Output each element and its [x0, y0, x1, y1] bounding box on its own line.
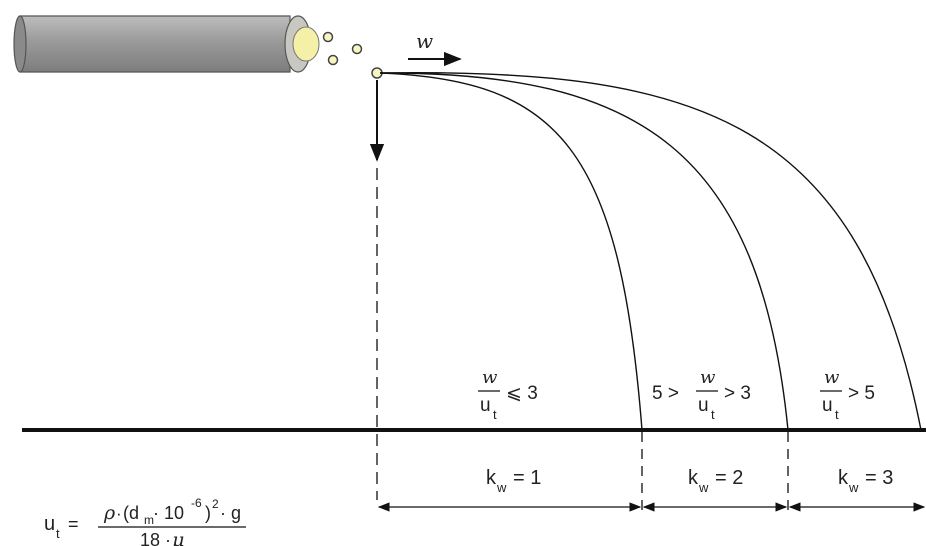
trajectory-curve-1 — [379, 72, 643, 431]
formula-mu: μ — [172, 529, 184, 546]
ratio-numerator: w — [482, 367, 498, 388]
ratio-label-3: w u t > 5 — [820, 367, 875, 422]
formula-paren-open: (d — [123, 503, 139, 523]
formula-paren-close: ) — [205, 503, 211, 523]
droplet-icon — [327, 54, 339, 66]
nozzle-icon — [292, 26, 320, 62]
droplets — [322, 31, 383, 79]
k-subscript: w — [496, 480, 507, 495]
k-symbol: k — [486, 467, 497, 489]
k-symbol: k — [838, 467, 849, 489]
formula-denominator: 18 · — [140, 530, 171, 546]
ratio-denominator: u — [480, 395, 491, 416]
trajectories — [379, 71, 922, 431]
ratio-condition: > 3 — [724, 383, 751, 404]
k-subscript: w — [848, 480, 859, 495]
ratio-denominator: u — [698, 395, 709, 416]
k-label-2: k w = 2 — [688, 467, 743, 495]
formula-g: · g — [220, 503, 241, 523]
terminal-velocity-formula: u t = ρ · (d m · 10 -6 ) 2 · g 18 · μ — [44, 496, 246, 546]
k-value: = 2 — [715, 467, 743, 489]
droplet-icon — [322, 31, 334, 43]
ratio-prefix: 5 > — [652, 383, 679, 404]
ratio-subscript: t — [711, 407, 715, 422]
formula-exponent: -6 — [191, 496, 202, 510]
formula-equals: = — [68, 514, 79, 534]
k-value: = 3 — [865, 467, 893, 489]
ratio-label-1: w u t ⩽ 3 — [478, 367, 538, 422]
k-label-1: k w = 1 — [486, 467, 541, 495]
ratio-numerator: w — [824, 367, 840, 388]
k-label-3: k w = 3 — [838, 467, 893, 495]
ratio-condition: > 5 — [848, 383, 875, 404]
k-subscript: w — [698, 480, 709, 495]
ratio-subscript: t — [493, 407, 497, 422]
formula-lhs-subscript: t — [56, 526, 60, 541]
formula-square: 2 — [212, 497, 219, 511]
velocity-label: w — [416, 29, 433, 53]
ratio-label-2: 5 > w u t > 3 — [652, 367, 751, 422]
formula-d-subscript: m — [144, 513, 154, 527]
ratio-numerator: w — [700, 367, 716, 388]
trajectory-curve-2 — [379, 72, 789, 431]
ratio-subscript: t — [835, 407, 839, 422]
pipe — [13, 15, 320, 73]
k-value: = 1 — [513, 467, 541, 489]
trajectory-curve-3 — [379, 71, 922, 431]
formula-rho: ρ — [103, 502, 116, 524]
formula-dot: · — [116, 504, 122, 523]
ratio-denominator: u — [822, 395, 833, 416]
droplet-icon — [351, 43, 363, 55]
formula-lhs: u — [44, 513, 55, 535]
k-symbol: k — [688, 467, 699, 489]
formula-times-ten: · 10 — [153, 503, 184, 523]
ratio-condition: ⩽ 3 — [506, 383, 538, 404]
